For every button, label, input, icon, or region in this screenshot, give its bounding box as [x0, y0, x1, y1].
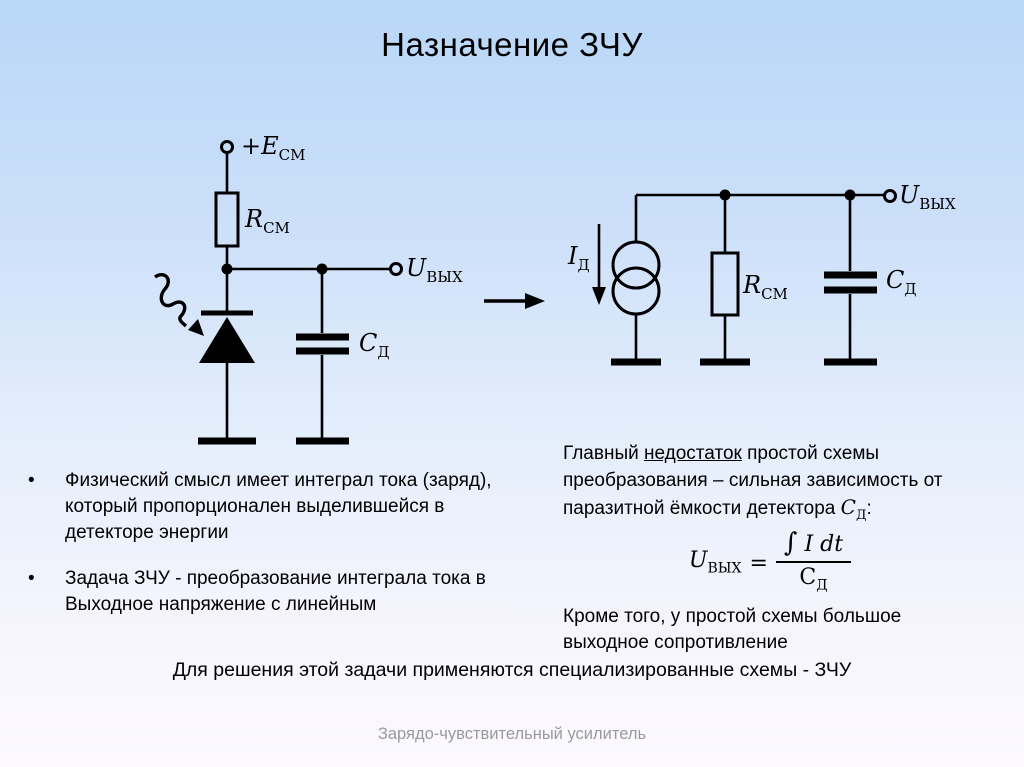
bias-resistor-symbol	[214, 191, 240, 248]
bias-supply-terminal	[220, 140, 234, 154]
symbol: R	[245, 205, 264, 233]
output-terminal	[883, 189, 897, 203]
bias-resistor-symbol	[710, 251, 740, 317]
list-item: • Физический смысл имеет интеграл тока (…	[28, 468, 524, 546]
subscript: Д	[577, 255, 590, 274]
photon-arrow	[154, 272, 204, 336]
text: :	[866, 498, 872, 519]
list-item: • Задача ЗЧУ - преобразование интеграла …	[28, 566, 524, 618]
integral-sign: ∫	[783, 527, 798, 558]
output-voltage-formula: UВЫХ = ∫ I dt СД	[563, 530, 977, 596]
plus-sign: +	[241, 132, 262, 160]
capacitance-symbol: CД	[840, 495, 867, 523]
arrow-head	[525, 293, 545, 309]
subscript: СМ	[761, 284, 788, 303]
subscript: Д	[816, 577, 828, 594]
symbol: E	[261, 132, 279, 160]
subscript: Д	[904, 279, 917, 298]
detector-capacitance-label-left: CД	[359, 331, 390, 360]
note-paragraph: Кроме того, у простой схемы большое выхо…	[563, 605, 902, 654]
slide-title: Назначение ЗЧУ	[381, 26, 643, 63]
detector-current-label: IД	[568, 244, 590, 273]
photon-squiggle	[154, 272, 188, 328]
equivalence-arrow	[484, 293, 545, 309]
formula-lhs: UВЫХ	[688, 547, 742, 576]
bullet-text: Физический смысл имеет интеграл тока (за…	[65, 470, 492, 543]
bias-supply-label: +EСМ	[241, 134, 305, 163]
integrand: I dt	[804, 531, 844, 557]
conclusion-text: Для решения этой задачи применяются спец…	[172, 659, 852, 681]
bias-resistor-label-right: RСМ	[743, 273, 788, 302]
equals-sign: =	[749, 551, 768, 577]
fraction: ∫ I dt СД	[775, 527, 852, 599]
symbol: С	[799, 565, 817, 591]
current-direction-arrow	[592, 224, 606, 305]
bias-resistor-label: RСМ	[245, 207, 290, 236]
subscript: ВЫХ	[426, 267, 463, 286]
symbol: C	[359, 329, 378, 357]
photodiode-triangle	[199, 317, 255, 363]
symbol: C	[886, 266, 905, 294]
left-circuit	[154, 140, 403, 445]
detector-capacitance-label-right: CД	[886, 268, 917, 297]
arrow-head	[592, 287, 606, 305]
subscript: Д	[377, 342, 390, 361]
bullet-marker: •	[28, 568, 35, 589]
bullet-list: • Физический смысл имеет интеграл тока (…	[28, 468, 524, 638]
symbol: I	[568, 242, 578, 270]
bullet-marker: •	[28, 470, 35, 491]
subscript: СМ	[278, 145, 306, 164]
symbol: R	[743, 271, 762, 299]
footer-text: Зарядо-чувствительный усилитель	[377, 725, 647, 743]
symbol: U	[899, 181, 920, 209]
current-source-circle	[611, 266, 661, 316]
drawback-paragraph: Главный недостаток простой схемы преобра…	[563, 441, 977, 530]
symbol: U	[406, 254, 427, 282]
output-terminal	[389, 262, 403, 276]
right-circuit	[592, 189, 897, 366]
output-voltage-label-right: UВЫХ	[899, 183, 956, 212]
subscript: ВЫХ	[919, 194, 956, 213]
text: Главный	[563, 443, 645, 464]
text: простой схемы преобразования – сильная з…	[563, 443, 943, 519]
current-source-circle	[611, 240, 661, 290]
subscript: СМ	[263, 218, 290, 237]
drawback-block: Главный недостаток простой схемы преобра…	[563, 441, 977, 657]
photon-arrowhead	[188, 319, 204, 336]
bullet-text: Задача ЗЧУ - преобразование интеграла то…	[65, 568, 486, 615]
junction-dot	[316, 263, 328, 275]
fraction-numerator: ∫ I dt	[775, 527, 852, 564]
fraction-denominator: СД	[776, 563, 851, 599]
underlined-text: недостаток	[644, 443, 742, 464]
output-voltage-label-left: UВЫХ	[406, 256, 463, 285]
